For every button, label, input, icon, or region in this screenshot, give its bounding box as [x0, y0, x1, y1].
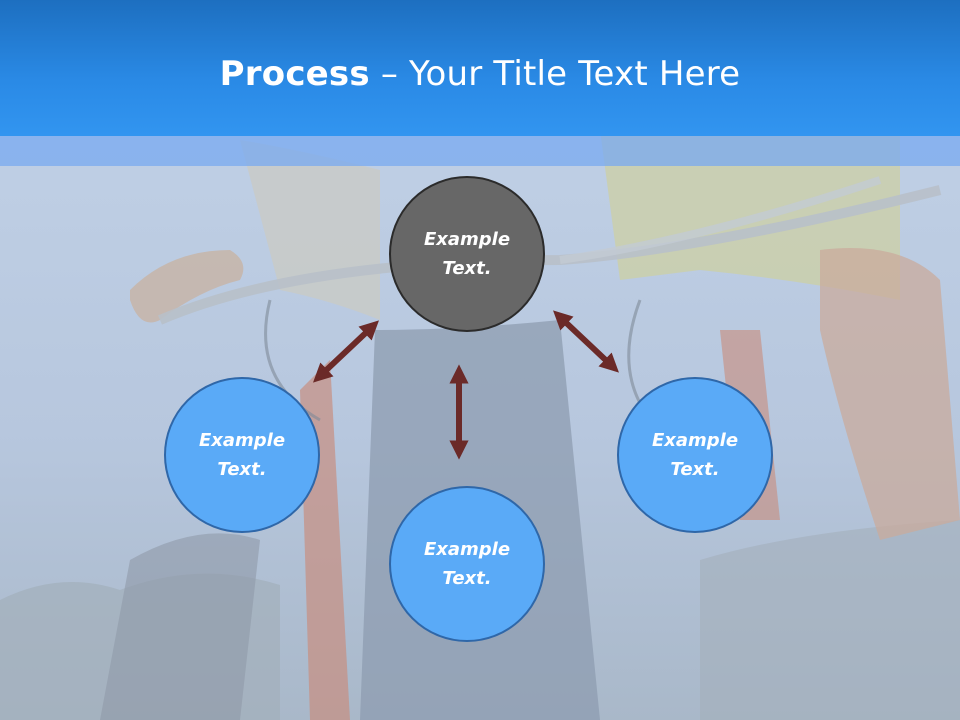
header-bar [0, 0, 960, 136]
slide-title: Process – Your Title Text Here [0, 52, 960, 96]
node-left-text: Example Text. [198, 430, 286, 480]
title-rest: Your Title Text Here [409, 54, 741, 94]
header-band [0, 136, 960, 166]
node-bottom-text: Example Text. [423, 539, 511, 589]
title-bold: Process [219, 54, 370, 94]
process-node-center[interactable]: Example Text. [389, 176, 545, 332]
process-node-bottom[interactable]: Example Text. [389, 486, 545, 642]
arrow-center-left [313, 320, 379, 383]
process-node-left[interactable]: Example Text. [164, 377, 320, 533]
node-center-text: Example Text. [423, 229, 511, 279]
title-dash: – [369, 54, 410, 94]
node-right-text: Example Text. [651, 430, 739, 480]
process-node-right[interactable]: Example Text. [617, 377, 773, 533]
arrow-center-right [553, 310, 619, 373]
